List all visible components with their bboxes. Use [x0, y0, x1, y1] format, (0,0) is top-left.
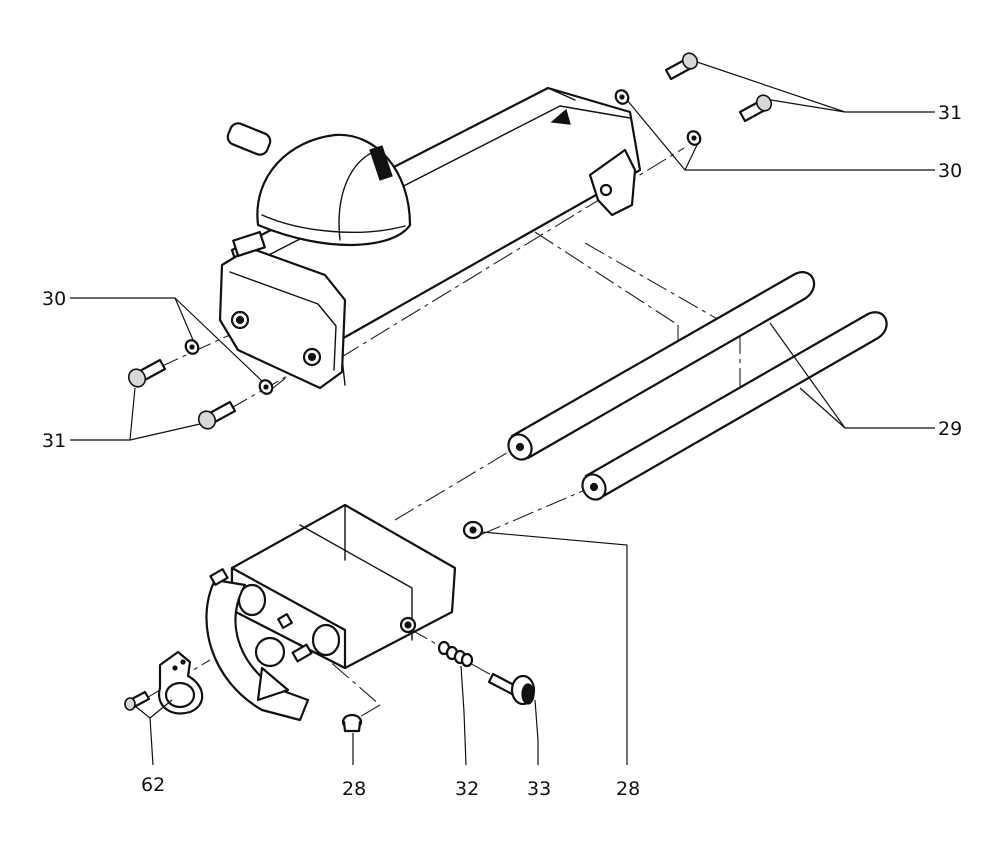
callout-31-top: 31 — [938, 102, 962, 124]
screws-and-washers — [127, 52, 773, 430]
callout-30-top: 30 — [938, 160, 962, 182]
callout-31-left: 31 — [42, 430, 66, 452]
callout-62: 62 — [141, 774, 165, 796]
callout-32: 32 — [455, 778, 479, 800]
upper-housing — [218, 86, 642, 390]
callout-29: 29 — [938, 418, 962, 440]
callout-30-left: 30 — [42, 288, 66, 310]
guide-rods — [507, 271, 888, 501]
callout-labels: 31 30 30 31 29 62 28 32 33 28 — [42, 102, 962, 800]
small-parts — [124, 520, 536, 733]
callout-33: 33 — [527, 778, 551, 800]
callout-28-bottom: 28 — [342, 778, 366, 800]
callout-28-right: 28 — [616, 778, 640, 800]
lower-carriage — [205, 503, 457, 722]
leader-lines — [70, 61, 935, 766]
